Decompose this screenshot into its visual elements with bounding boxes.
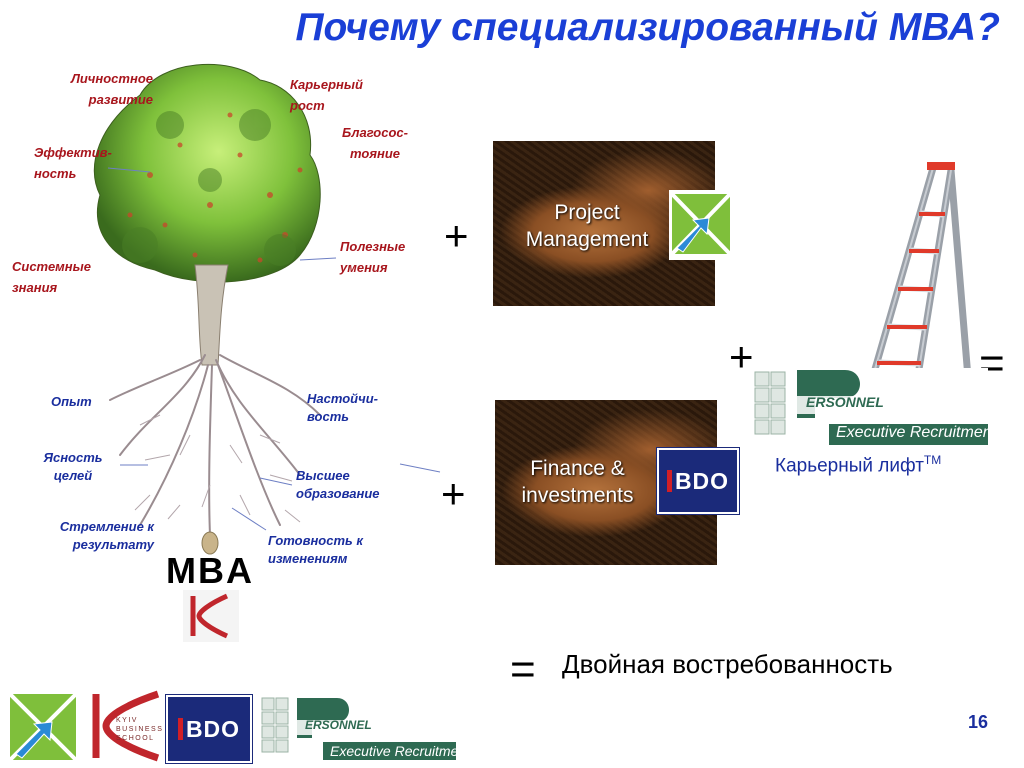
personnel-logo	[753, 368, 988, 445]
career-lift-caption: Карьерный лифтTM	[775, 453, 942, 477]
kbs-logo	[183, 590, 239, 642]
page-number: 16	[968, 712, 989, 732]
ladder-icon	[863, 162, 975, 398]
personnel-logo-name: ERSONNEL	[806, 394, 884, 410]
plus-operator: +	[441, 470, 466, 517]
label-persistence: Настойчи-вость	[307, 391, 378, 424]
project-management-logo	[669, 190, 733, 260]
page-title: Почему специализированный МВА?	[295, 6, 1000, 49]
bdo-logo-text: BDO	[177, 718, 240, 741]
kbs-logo	[92, 690, 160, 762]
double-demand-text: Двойная востребованность	[562, 649, 893, 679]
personnel-logo	[261, 697, 456, 760]
project-management-logo	[10, 694, 76, 760]
personnel-logo-name: ERSONNEL	[305, 718, 372, 732]
label-welfare: Благосос-тояние	[342, 125, 408, 161]
project-management-card: Project Management	[493, 141, 715, 306]
equals-operator: =	[510, 645, 536, 694]
mba-label: MBA	[166, 550, 254, 591]
bdo-logo-text: BDO	[666, 470, 729, 493]
personnel-logo-tagline: Executive Recruitment	[330, 743, 471, 759]
finance-text: Finance & investments	[521, 457, 634, 507]
personnel-logo-tagline: Executive Recruitment	[836, 424, 997, 441]
plus-operator: +	[729, 333, 754, 380]
label-experience: Опыт	[51, 394, 92, 409]
bdo-logo: BDO	[166, 695, 252, 763]
project-management-text: Project Management	[525, 201, 649, 251]
kbs-logo-text: KYIV BUSINESS SCHOOL	[116, 717, 164, 742]
tree-illustration	[93, 63, 321, 555]
plus-operator: +	[444, 212, 469, 259]
bdo-logo: BDO	[657, 448, 739, 514]
label-efficiency: Эффектив-ность	[34, 145, 112, 181]
